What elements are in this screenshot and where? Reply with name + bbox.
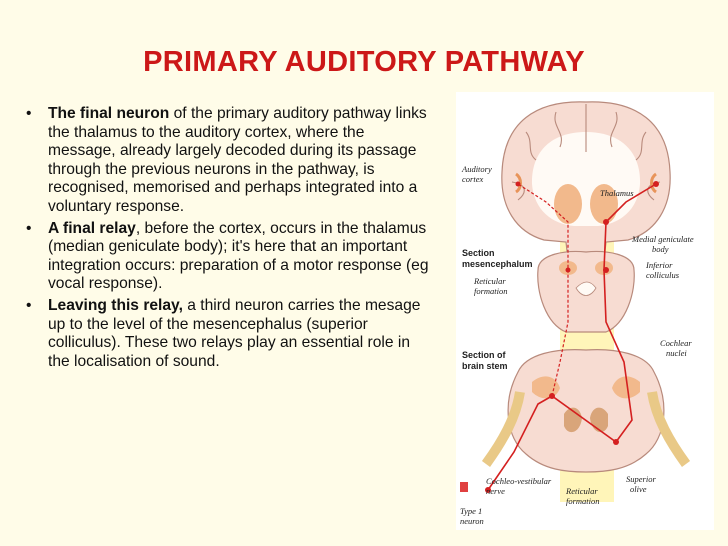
auditory-pathway: [487, 183, 657, 491]
cochlea-marker: [460, 482, 468, 492]
bullet-item: • Leaving this relay, a third neuron car…: [22, 297, 432, 371]
label-medial-geniculate-2: body: [652, 244, 669, 254]
relay-dots: [485, 181, 659, 493]
label-section-brain-stem-2: brain stem: [462, 361, 508, 371]
bullet-lead: The final neuron: [48, 105, 170, 122]
label-medial-geniculate: Medial geniculate: [631, 234, 694, 244]
label-section-mesencephalum: Section: [462, 248, 495, 258]
label-superior-olive: Superior: [626, 474, 656, 484]
label-type1-neuron: Type 1: [460, 506, 482, 516]
bullet-text: a third neuron carries the mesage up to …: [48, 296, 421, 370]
bullet-lead: A final relay: [48, 219, 136, 237]
bullet-text: of the primary auditory pathway links th…: [48, 105, 427, 215]
label-reticular-formation-bottom-2: formation: [566, 496, 600, 506]
bullet-marker: •: [26, 219, 32, 237]
label-cochleo-vestibular-2: nerve: [486, 486, 505, 496]
brain-sulci: [511, 104, 661, 201]
cochlear-nucleus-right: [612, 376, 640, 399]
thalamus-left: [554, 184, 582, 224]
label-superior-olive-2: olive: [630, 484, 647, 494]
aqueduct: [575, 281, 597, 296]
pathway-diagram: Auditory cortex Thalamus Medial genicula…: [456, 92, 714, 530]
label-cochleo-vestibular: Cochleo-vestibular: [486, 476, 552, 486]
label-section-mesencephalum-2: mesencephalum: [462, 259, 533, 269]
auditory-pathway-figure: Auditory cortex Thalamus Medial genicula…: [456, 92, 714, 530]
label-type1-neuron-2: neuron: [460, 516, 484, 526]
bullet-text: , before the cortex, occurs in the thala…: [48, 219, 429, 293]
label-reticular-formation-bottom: Reticular: [565, 486, 598, 496]
label-inferior-colliculus: Inferior: [645, 260, 673, 270]
cochlear-nucleus-left: [532, 376, 560, 399]
label-auditory-cortex: Auditory: [461, 164, 492, 174]
bullet-marker: •: [26, 296, 32, 314]
label-inferior-colliculus-2: colliculus: [646, 270, 680, 280]
slide-title: PRIMARY AUDITORY PATHWAY: [143, 46, 585, 78]
bullet-item: • The final neuron of the primary audito…: [22, 105, 432, 217]
bullet-list: • The final neuron of the primary audito…: [22, 105, 432, 374]
label-thalamus: Thalamus: [600, 188, 634, 198]
label-section-brain-stem: Section of: [462, 350, 507, 360]
thalamus-right: [590, 184, 618, 224]
nerve-roots: [481, 391, 691, 467]
brain-stem-section: [507, 349, 665, 473]
label-reticular-formation-top-2: formation: [474, 286, 508, 296]
bullet-lead: Leaving this relay,: [48, 296, 183, 314]
label-cochlear-nuclei-2: nuclei: [666, 348, 687, 358]
label-cochlear-nuclei: Cochlear: [660, 338, 692, 348]
auditory-cortex-areas: [515, 172, 657, 194]
label-reticular-formation-top: Reticular: [473, 276, 506, 286]
pyramids: [564, 407, 608, 433]
label-auditory-cortex-2: cortex: [462, 174, 483, 184]
bullet-item: • A final relay, before the cortex, occu…: [22, 220, 432, 294]
bullet-marker: •: [26, 105, 32, 122]
